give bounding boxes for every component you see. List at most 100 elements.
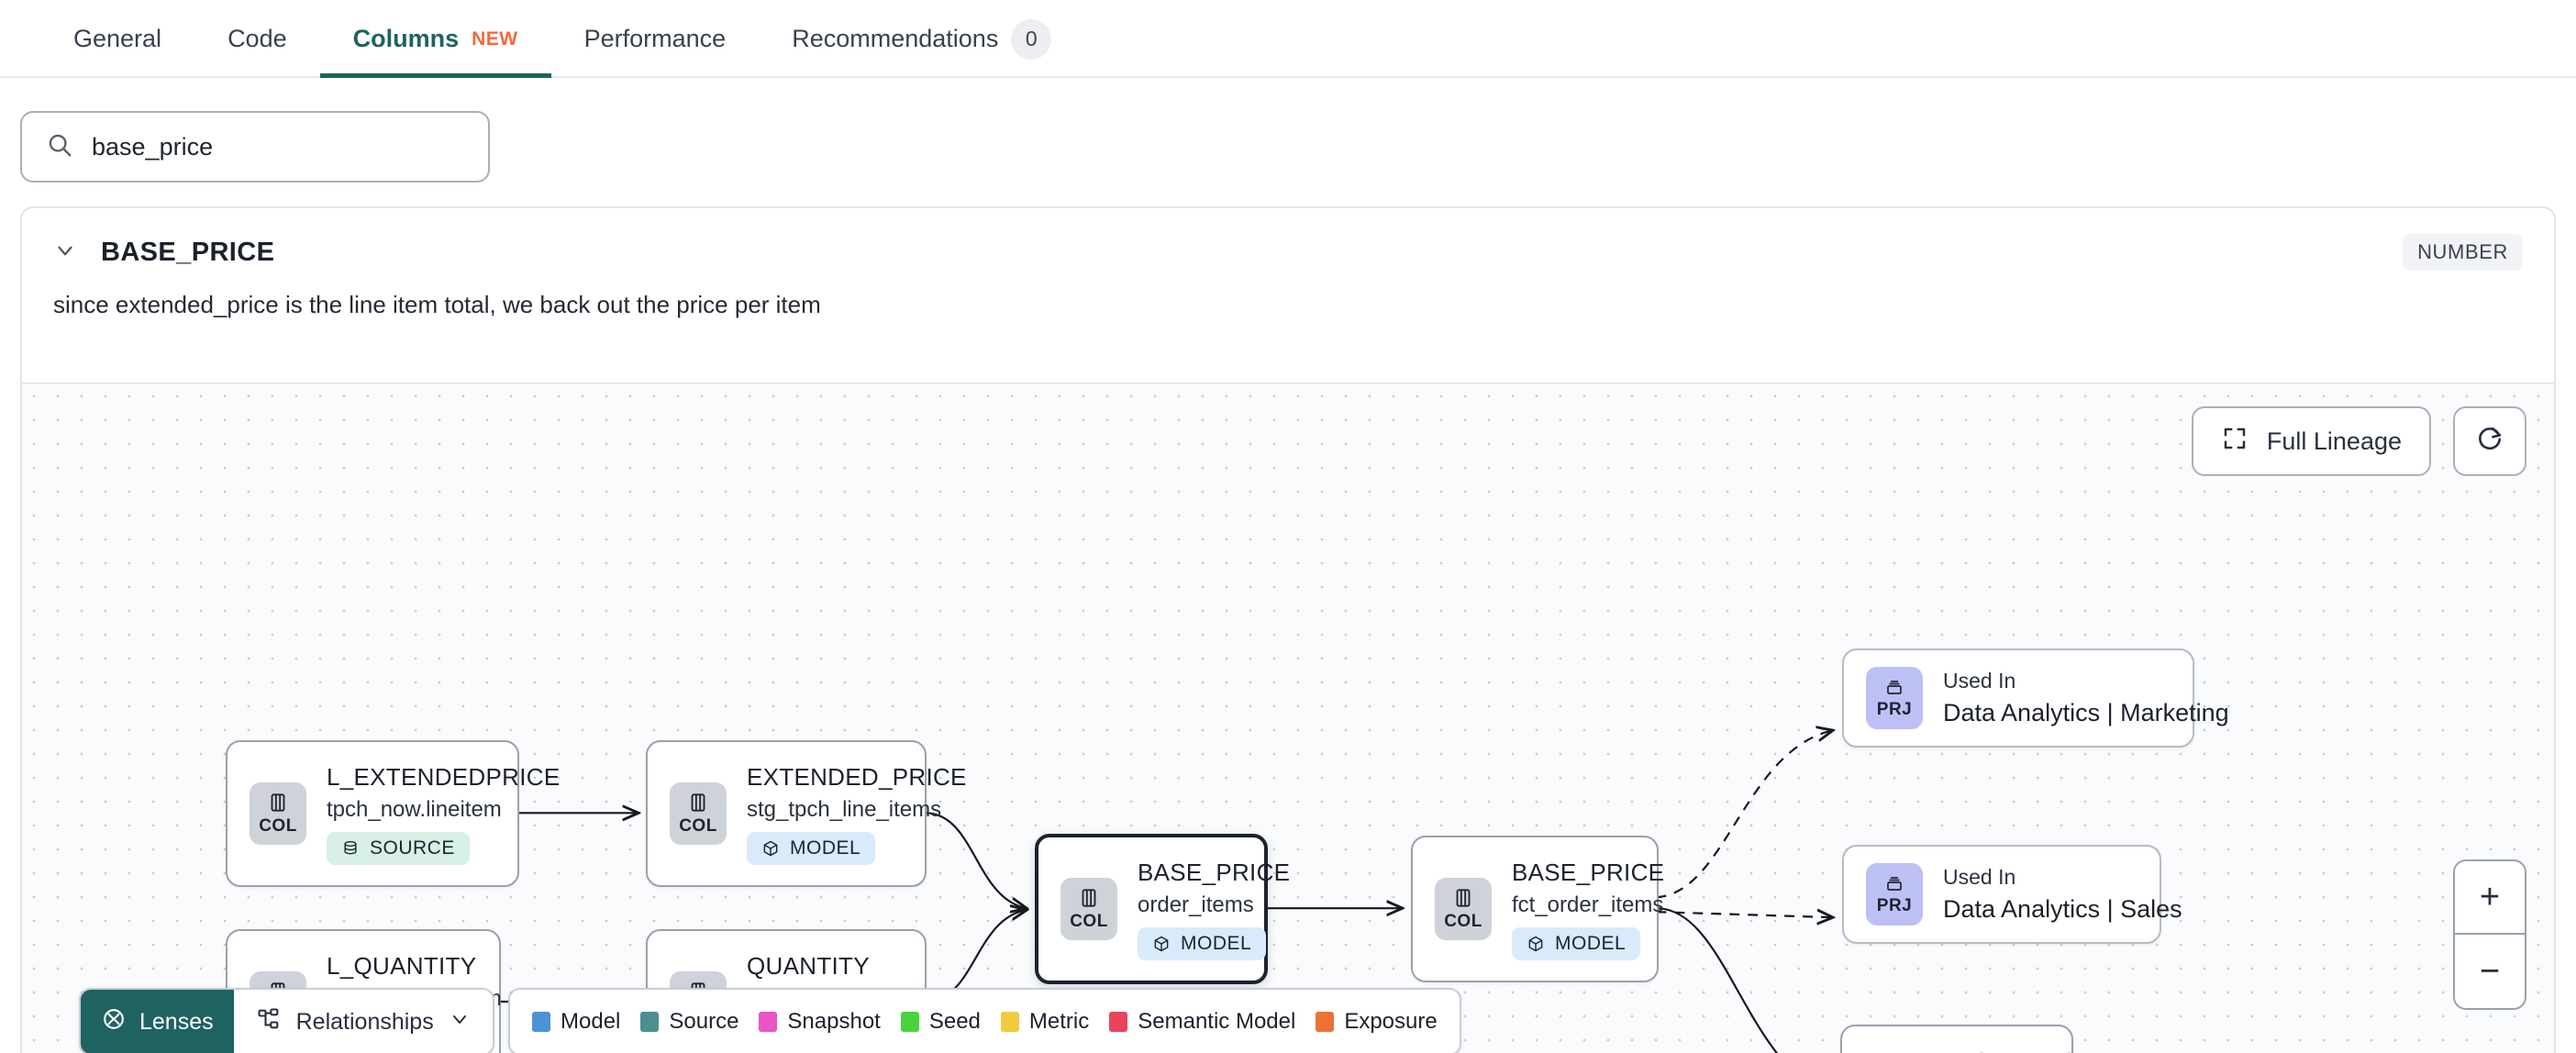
legend-item-metric: Metric [1000, 1009, 1090, 1035]
legend-item-source: Source [640, 1009, 738, 1035]
legend-item-exposure: Exposure [1316, 1009, 1438, 1035]
lenses-toolbar: Lenses Relationships [79, 988, 494, 1053]
tab-recommendations[interactable]: Recommendations 0 [759, 0, 1084, 78]
legend-item-semantic-model: Semantic Model [1109, 1009, 1295, 1035]
legend-swatch [1109, 1012, 1128, 1032]
chevron-down-icon[interactable] [53, 238, 77, 267]
column-panel: BASE_PRICE NUMBER since extended_price i… [20, 206, 2556, 1053]
recommendations-count-badge: 0 [1011, 18, 1052, 60]
search-input[interactable] [92, 132, 464, 161]
lineage-node-project-sales[interactable]: PRJ Used In Data Analytics | Sales [1842, 845, 2182, 944]
col-chip: COL [250, 782, 306, 845]
legend-label: Metric [1028, 1009, 1090, 1034]
column-type-badge: NUMBER [2403, 234, 2523, 271]
project-name: Data Analytics | Sales [1943, 895, 2182, 923]
legend-swatch [640, 1012, 660, 1032]
prj-chip-label: PRJ [1876, 896, 1913, 915]
node-tag-label: MODEL [790, 837, 861, 859]
legend-label: Snapshot [787, 1009, 881, 1034]
page-title: BASE_PRICE [101, 237, 275, 267]
legend-label: Seed [928, 1009, 981, 1034]
full-lineage-label: Full Lineage [2266, 427, 2402, 455]
tab-performance[interactable]: Performance [551, 0, 760, 78]
lineage-node-extended-price[interactable]: COL EXTENDED_PRICE stg_tpch_line_items M… [646, 740, 967, 887]
zoom-out-button[interactable]: − [2479, 951, 2501, 991]
lineage-canvas[interactable]: COL L_EXTENDEDPRICE tpch_now.lineitem SO… [22, 382, 2554, 1053]
col-chip: COL [1435, 878, 1492, 940]
lenses-label: Lenses [139, 1008, 214, 1035]
node-subtitle: fct_order_items [1512, 892, 1664, 917]
legend-label: Semantic Model [1138, 1009, 1296, 1034]
col-chip-label: COL [259, 816, 297, 836]
prj-chip: PRJ [1866, 863, 1923, 926]
expand-icon [2221, 425, 2248, 459]
node-tag-source: SOURCE [327, 831, 470, 865]
column-header: BASE_PRICE NUMBER [22, 208, 2554, 271]
tab-code[interactable]: Code [194, 0, 320, 78]
node-tag-model: MODEL [1138, 926, 1267, 960]
node-subtitle: order_items [1138, 892, 1254, 917]
relationships-label: Relationships [295, 1008, 434, 1035]
lineage-node-base-price-fct-order-items[interactable]: COL BASE_PRICE fct_order_items MODEL [1411, 836, 1665, 982]
zoom-controls: + − [2453, 859, 2526, 1010]
node-title: L_QUANTITY [327, 951, 477, 980]
legend-item-seed: Seed [900, 1009, 981, 1035]
prj-chip: PRJ [1866, 667, 1923, 729]
node-title: BASE_PRICE [1941, 1047, 2093, 1053]
tab-label: General [73, 25, 162, 52]
node-title: BASE_PRICE [1138, 858, 1291, 886]
node-tag-model: MODEL [1512, 926, 1641, 960]
tab-general[interactable]: General [40, 0, 194, 78]
node-tag-label: SOURCE [370, 837, 455, 859]
legend-swatch [759, 1012, 778, 1032]
tab-label: Performance [583, 25, 727, 52]
legend-swatch [1316, 1012, 1335, 1032]
full-lineage-button[interactable]: Full Lineage [2191, 406, 2431, 476]
tab-columns[interactable]: Columns NEW [319, 0, 551, 78]
relationships-dropdown[interactable]: Relationships [234, 990, 493, 1053]
col-chip-label: COL [1444, 912, 1482, 931]
node-title: L_EXTENDEDPRICE [327, 762, 561, 791]
legend-label: Source [669, 1009, 739, 1034]
refresh-icon [2475, 425, 2504, 459]
col-chip: COL [670, 782, 727, 845]
chevron-down-icon [449, 1008, 471, 1036]
node-title: QUANTITY [747, 951, 870, 980]
node-tag-label: MODEL [1181, 932, 1252, 954]
node-title: EXTENDED_PRICE [747, 762, 967, 791]
node-tag-label: MODEL [1555, 932, 1627, 954]
legend-label: Model [561, 1009, 621, 1034]
search-box[interactable] [20, 111, 490, 183]
legend-swatch [532, 1012, 550, 1032]
col-chip: COL [1060, 878, 1117, 940]
tab-label: Recommendations [792, 25, 999, 52]
tab-label: Code [228, 25, 287, 52]
lineage-node-project-marketing[interactable]: PRJ Used In Data Analytics | Marketing [1842, 648, 2229, 748]
legend-swatch [900, 1012, 919, 1032]
lens-icon [101, 1006, 127, 1038]
refresh-button[interactable] [2453, 406, 2526, 476]
legend-item-snapshot: Snapshot [759, 1009, 881, 1035]
project-kicker: Used In [1943, 669, 2016, 693]
node-subtitle: stg_tpch_line_items [747, 796, 942, 822]
lineage-node-l-extendedprice[interactable]: COL L_EXTENDEDPRICE tpch_now.lineitem SO… [226, 740, 561, 887]
search-icon [46, 131, 73, 163]
legend-label: Exposure [1344, 1009, 1438, 1034]
prj-chip-label: PRJ [1876, 700, 1913, 719]
zoom-in-button[interactable]: + [2455, 861, 2525, 935]
tab-bar: General Code Columns NEW Performance Rec… [0, 0, 2576, 78]
project-name: Data Analytics | Marketing [1943, 699, 2229, 726]
lineage-node-base-price-order-items[interactable]: COL BASE_PRICE order_items MODEL [1035, 834, 1291, 984]
node-tag-model: MODEL [747, 831, 876, 865]
node-title: BASE_PRICE [1512, 858, 1665, 886]
lineage-node-base-price-use-variables[interactable]: COL BASE_PRICE use_variables MODEL [1840, 1025, 2093, 1053]
lenses-button[interactable]: Lenses [81, 990, 234, 1053]
tab-label: Columns [352, 25, 460, 52]
legend-swatch [1000, 1012, 1019, 1032]
column-description: since extended_price is the line item to… [53, 291, 821, 318]
col-chip-label: COL [679, 816, 717, 836]
node-subtitle: tpch_now.lineitem [327, 796, 502, 822]
tab-new-badge: NEW [472, 28, 518, 50]
relationships-icon [256, 1006, 282, 1038]
search-area [0, 78, 2576, 183]
